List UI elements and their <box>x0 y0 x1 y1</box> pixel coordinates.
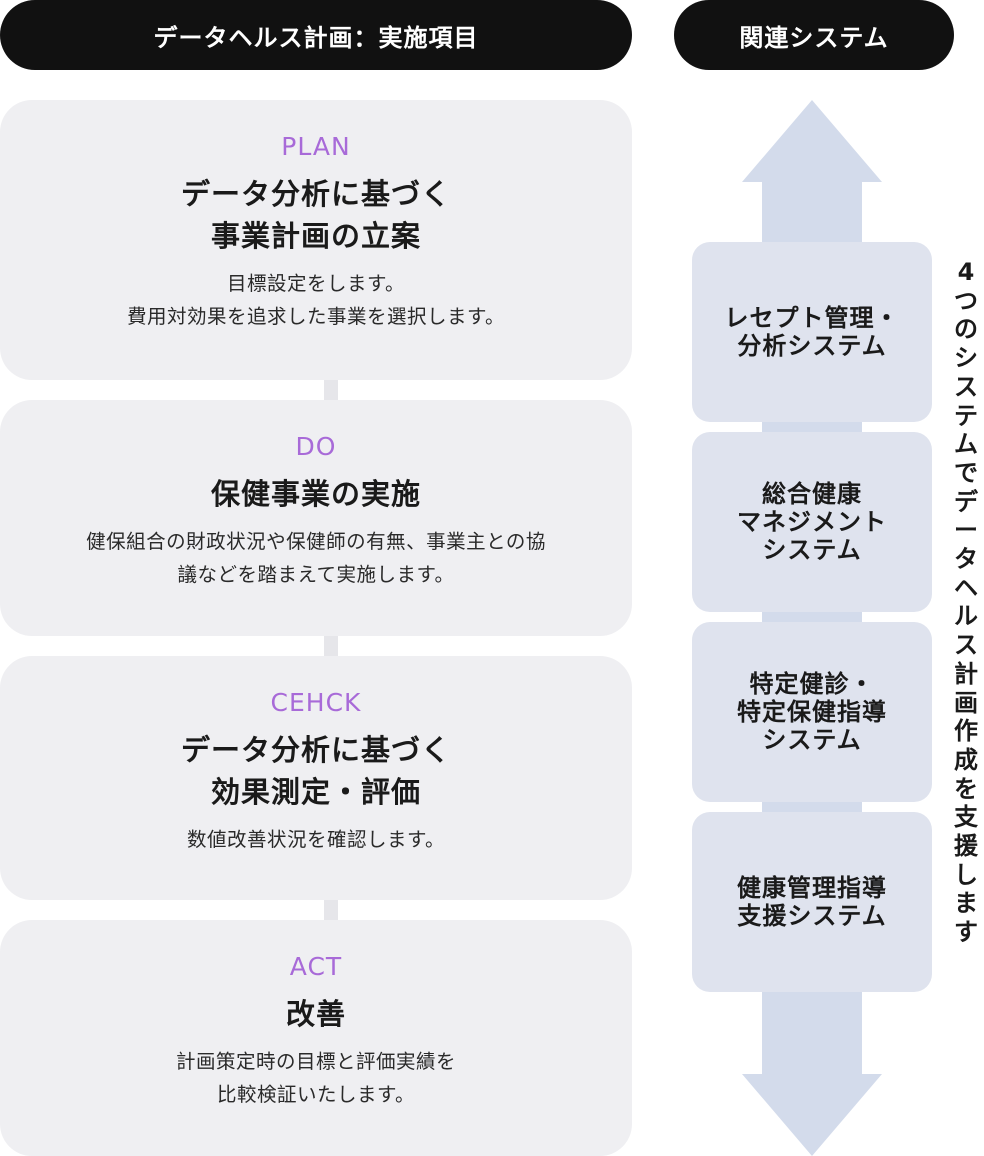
card-description: 計画策定時の目標と評価実績を 比較検証いたします。 <box>175 1050 456 1106</box>
header-right-title: 関連システム <box>674 0 954 70</box>
card-description: 数値改善状況を確認します。 <box>186 828 446 851</box>
card-title: データ分析に基づく 事業計画の立案 <box>180 177 451 253</box>
card-title: 改善 <box>285 997 346 1031</box>
side-note: 4つのシステムでデータヘルス計画作成を支援します <box>954 258 978 947</box>
phase-label: DO <box>295 432 337 461</box>
card-do: DO 保健事業の実施 健保組合の財政状況や保健師の有無、事業主との協 議などを踏… <box>0 400 632 636</box>
phase-label: CEHCK <box>270 688 362 717</box>
card-act: ACT 改善 計画策定時の目標と評価実績を 比較検証いたします。 <box>0 920 632 1156</box>
connector-do-check <box>324 636 338 656</box>
card-description: 健保組合の財政状況や保健師の有無、事業主との協 議などを踏まえて実施します。 <box>86 530 546 586</box>
system-health-management: 総合健康 マネジメント システム <box>692 432 932 612</box>
system-health-guidance: 健康管理指導 支援システム <box>692 812 932 992</box>
connector-check-act <box>324 900 338 920</box>
card-title: 保健事業の実施 <box>210 477 421 511</box>
system-receipt-analysis: レセプト管理・ 分析システム <box>692 242 932 422</box>
card-description: 目標設定をします。 費用対効果を追求した事業を選択します。 <box>126 272 506 328</box>
connector-plan-do <box>324 380 338 400</box>
card-check: CEHCK データ分析に基づく 効果測定・評価 数値改善状況を確認します。 <box>0 656 632 900</box>
card-plan: PLAN データ分析に基づく 事業計画の立案 目標設定をします。 費用対効果を追… <box>0 100 632 380</box>
header-left-title: データヘルス計画：実施項目 <box>0 0 632 70</box>
phase-label: PLAN <box>281 132 351 161</box>
system-specific-checkup: 特定健診・ 特定保健指導 システム <box>692 622 932 802</box>
phase-label: ACT <box>289 952 343 981</box>
card-title: データ分析に基づく 効果測定・評価 <box>180 733 451 809</box>
